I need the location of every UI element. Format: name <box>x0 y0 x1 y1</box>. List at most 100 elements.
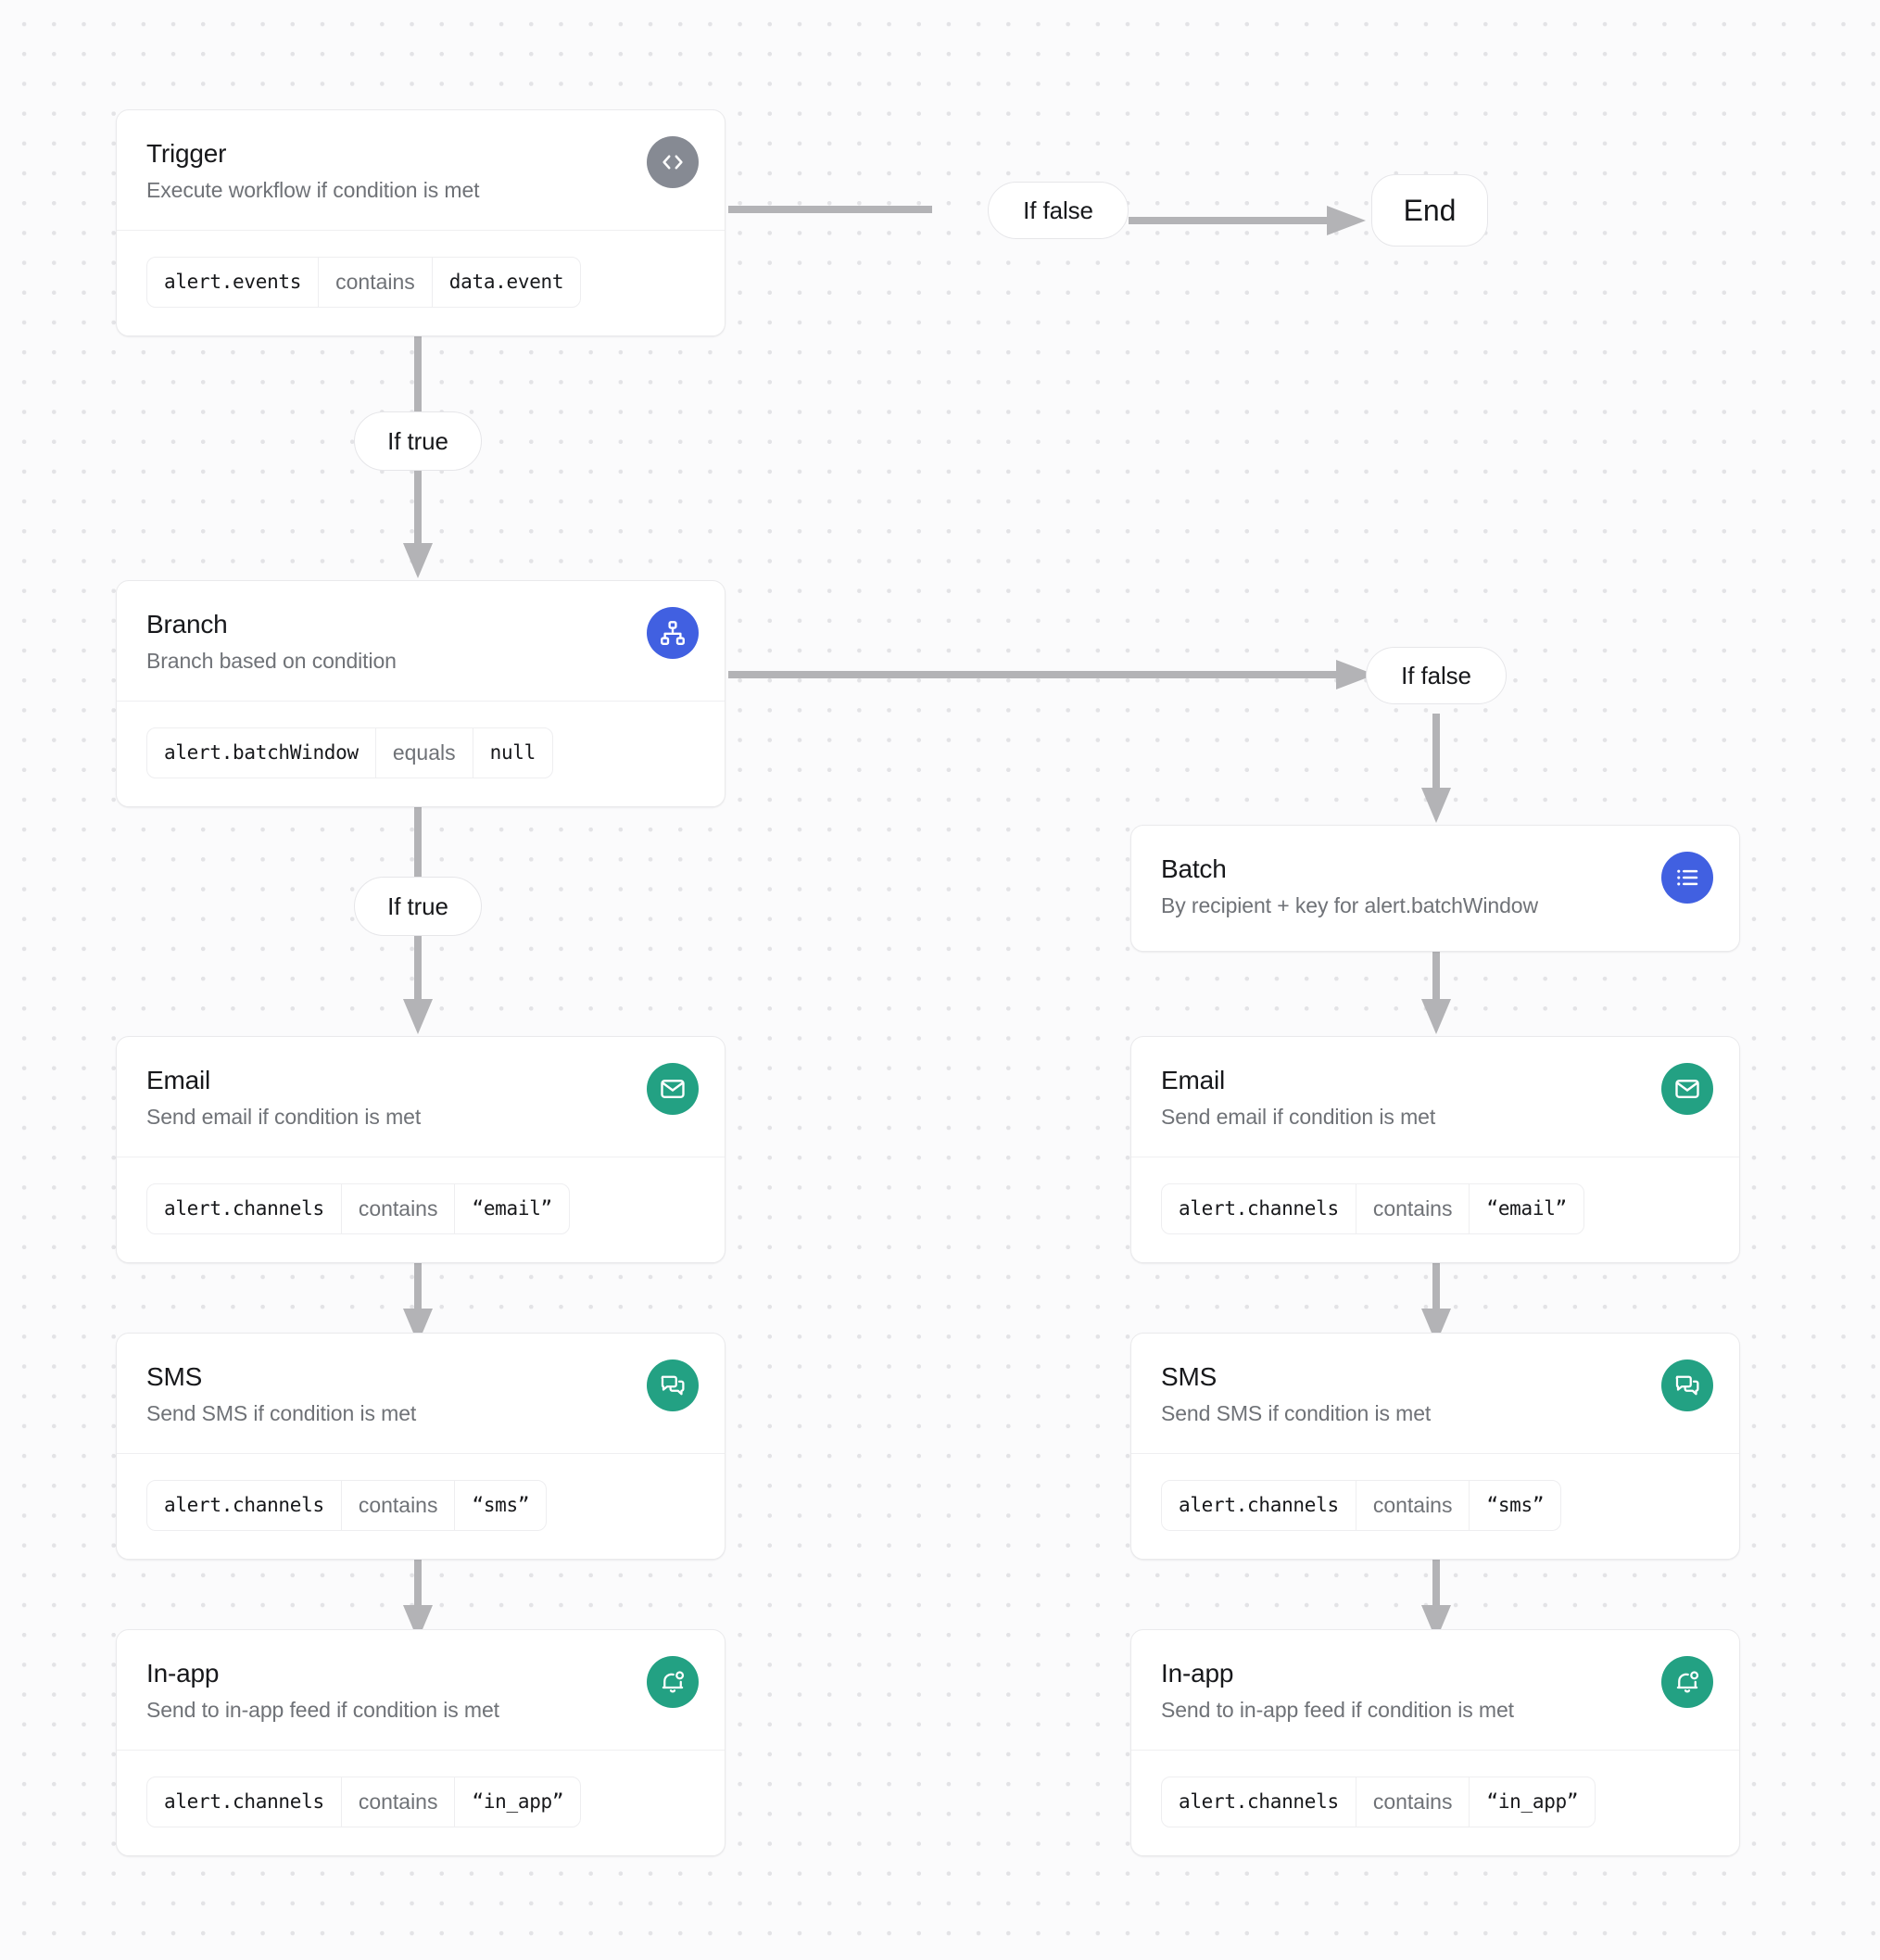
connector-email-to-sms-left <box>403 1242 433 1346</box>
node-sms-left-title: SMS <box>146 1362 203 1391</box>
pill-trigger-if-true[interactable]: If true <box>354 411 482 471</box>
pill-trigger-if-false[interactable]: If false <box>988 182 1129 239</box>
node-inapp-left-header: In-app Send to in-app feed if condition … <box>117 1630 725 1750</box>
bell-icon <box>1661 1656 1713 1708</box>
hierarchy-icon <box>647 607 699 659</box>
envelope-icon <box>647 1063 699 1115</box>
condition-chip[interactable]: alert.channels contains “sms” <box>146 1480 548 1531</box>
connector-false-to-batch <box>1421 714 1451 825</box>
condition-chip[interactable]: alert.channels contains “email” <box>146 1183 570 1234</box>
node-email-left-body: alert.channels contains “email” <box>117 1157 725 1262</box>
condition-operator: contains <box>1355 1184 1470 1233</box>
node-branch-body: alert.batchWindow equals null <box>117 701 725 806</box>
node-sms-left[interactable]: SMS Send SMS if condition is met alert.c… <box>116 1333 726 1560</box>
node-branch[interactable]: Branch Branch based on condition alert.b… <box>116 580 726 807</box>
node-inapp-right-body: alert.channels contains “in_app” <box>1131 1750 1739 1855</box>
pill-branch-if-false[interactable]: If false <box>1366 647 1507 704</box>
node-email-right-subtitle: Send email if condition is met <box>1161 1105 1436 1129</box>
connector-false-to-end-arrow <box>1129 202 1371 239</box>
connector-sms-to-inapp-left <box>403 1538 433 1642</box>
node-email-right-title: Email <box>1161 1066 1226 1094</box>
node-inapp-left-title: In-app <box>146 1659 220 1688</box>
condition-value: “email” <box>454 1184 568 1233</box>
node-inapp-right-title: In-app <box>1161 1659 1234 1688</box>
condition-value: null <box>472 728 552 778</box>
condition-field: alert.batchWindow <box>164 741 359 764</box>
condition-value: “in_app” <box>1469 1777 1595 1827</box>
node-sms-right[interactable]: SMS Send SMS if condition is met alert.c… <box>1130 1333 1740 1560</box>
condition-chip[interactable]: alert.channels contains “in_app” <box>146 1777 582 1827</box>
condition-chip[interactable]: alert.channels contains “email” <box>1161 1183 1584 1234</box>
condition-field: alert.channels <box>164 1494 324 1516</box>
node-email-right[interactable]: Email Send email if condition is met ale… <box>1130 1036 1740 1263</box>
node-sms-left-body: alert.channels contains “sms” <box>117 1453 725 1559</box>
node-inapp-left-subtitle: Send to in-app feed if condition is met <box>146 1698 499 1722</box>
node-sms-left-subtitle: Send SMS if condition is met <box>146 1401 417 1425</box>
node-email-left-header: Email Send email if condition is met <box>117 1037 725 1157</box>
node-trigger-subtitle: Execute workflow if condition is met <box>146 178 480 202</box>
node-branch-subtitle: Branch based on condition <box>146 649 397 673</box>
connector-branch-to-iftrue <box>410 788 425 884</box>
condition-field: alert.channels <box>1179 1494 1339 1516</box>
chat-bubbles-icon <box>1661 1359 1713 1411</box>
pill-branch-if-true[interactable]: If true <box>354 877 482 936</box>
condition-chip[interactable]: alert.events contains data.event <box>146 257 582 308</box>
connector-batch-to-email-right <box>1421 929 1451 1036</box>
node-trigger[interactable]: Trigger Execute workflow if condition is… <box>116 109 726 336</box>
connector-trigger-to-iftrue <box>410 310 425 411</box>
envelope-icon <box>1661 1063 1713 1115</box>
pill-end[interactable]: End <box>1371 174 1488 247</box>
node-sms-left-header: SMS Send SMS if condition is met <box>117 1334 725 1453</box>
condition-value: “in_app” <box>454 1777 580 1827</box>
condition-operator: contains <box>340 1184 455 1233</box>
condition-field: alert.channels <box>164 1790 324 1813</box>
node-batch-title: Batch <box>1161 854 1227 883</box>
node-sms-right-header: SMS Send SMS if condition is met <box>1131 1334 1739 1453</box>
condition-chip[interactable]: alert.channels contains “in_app” <box>1161 1777 1596 1827</box>
condition-field: alert.channels <box>1179 1197 1339 1220</box>
code-icon <box>647 136 699 188</box>
connector-iftrue-to-email-left <box>403 929 433 1036</box>
condition-operator: contains <box>318 258 432 307</box>
connector-sms-to-inapp-right <box>1421 1538 1451 1642</box>
node-inapp-right[interactable]: In-app Send to in-app feed if condition … <box>1130 1629 1740 1856</box>
node-email-right-body: alert.channels contains “email” <box>1131 1157 1739 1262</box>
node-email-left[interactable]: Email Send email if condition is met ale… <box>116 1036 726 1263</box>
node-inapp-left[interactable]: In-app Send to in-app feed if condition … <box>116 1629 726 1856</box>
condition-field: alert.events <box>164 271 302 293</box>
condition-chip[interactable]: alert.batchWindow equals null <box>146 727 553 778</box>
node-email-left-title: Email <box>146 1066 211 1094</box>
node-inapp-right-subtitle: Send to in-app feed if condition is met <box>1161 1698 1514 1722</box>
bell-icon <box>647 1656 699 1708</box>
list-icon <box>1661 852 1713 904</box>
condition-field: alert.channels <box>164 1197 324 1220</box>
connector-iftrue-to-branch <box>403 471 433 580</box>
node-batch-header: Batch By recipient + key for alert.batch… <box>1131 826 1739 951</box>
node-branch-title: Branch <box>146 610 228 639</box>
condition-value: “sms” <box>1469 1481 1560 1530</box>
node-email-right-header: Email Send email if condition is met <box>1131 1037 1739 1157</box>
node-batch[interactable]: Batch By recipient + key for alert.batch… <box>1130 825 1740 952</box>
condition-operator: contains <box>340 1777 455 1827</box>
connector-email-to-sms-right <box>1421 1242 1451 1346</box>
node-branch-header: Branch Branch based on condition <box>117 581 725 701</box>
condition-value: “email” <box>1469 1184 1583 1233</box>
condition-operator: equals <box>374 728 473 778</box>
connector-branch-false-arrow <box>728 656 1379 693</box>
node-email-left-subtitle: Send email if condition is met <box>146 1105 422 1129</box>
node-inapp-right-header: In-app Send to in-app feed if condition … <box>1131 1630 1739 1750</box>
condition-operator: contains <box>1355 1777 1470 1827</box>
node-inapp-left-body: alert.channels contains “in_app” <box>117 1750 725 1855</box>
node-batch-subtitle: By recipient + key for alert.batchWindow <box>1161 893 1538 917</box>
condition-field: alert.channels <box>1179 1790 1339 1813</box>
condition-value: “sms” <box>454 1481 546 1530</box>
chat-bubbles-icon <box>647 1359 699 1411</box>
condition-chip[interactable]: alert.channels contains “sms” <box>1161 1480 1562 1531</box>
node-trigger-title: Trigger <box>146 139 227 168</box>
condition-value: data.event <box>431 258 580 307</box>
connector-trigger-false-line <box>728 202 932 217</box>
node-sms-right-subtitle: Send SMS if condition is met <box>1161 1401 1432 1425</box>
node-sms-right-title: SMS <box>1161 1362 1218 1391</box>
condition-operator: contains <box>1355 1481 1470 1530</box>
